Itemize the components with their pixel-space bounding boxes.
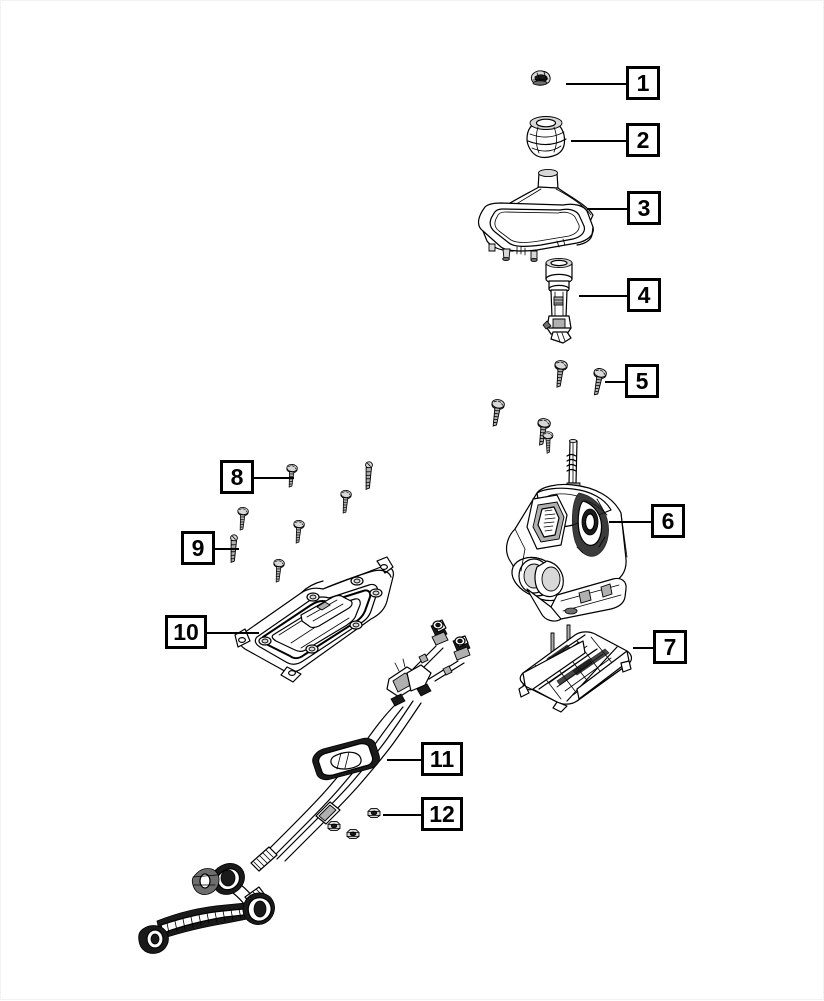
callout-number-8: 8 bbox=[230, 463, 244, 490]
callout-box-6[interactable]: 6 bbox=[651, 504, 685, 538]
callout-box-3[interactable]: 3 bbox=[627, 191, 661, 225]
leader-line-5 bbox=[605, 381, 625, 383]
leader-line-9 bbox=[215, 548, 239, 550]
cable-end-fitting-upper-left bbox=[430, 619, 449, 646]
callout-box-10[interactable]: 10 bbox=[165, 615, 207, 649]
callout-number-9: 9 bbox=[191, 534, 205, 561]
leader-line-10 bbox=[207, 632, 259, 634]
part-1-retainer-clip bbox=[530, 70, 551, 86]
leader-line-1 bbox=[566, 83, 626, 85]
leader-line-12 bbox=[383, 814, 421, 816]
callout-number-3: 3 bbox=[637, 194, 651, 221]
leader-line-7 bbox=[633, 647, 653, 649]
callout-box-7[interactable]: 7 bbox=[653, 630, 687, 664]
callout-number-1: 1 bbox=[636, 69, 650, 96]
callout-box-1[interactable]: 1 bbox=[626, 66, 660, 100]
callout-number-7: 7 bbox=[663, 633, 677, 660]
callout-box-12[interactable]: 12 bbox=[421, 797, 463, 831]
leader-line-11 bbox=[387, 759, 421, 761]
part-6-gearshift-control-housing bbox=[505, 438, 628, 622]
callout-box-9[interactable]: 9 bbox=[181, 531, 215, 565]
part-10-shifter-mounting-plate bbox=[234, 556, 394, 683]
part-7-shifter-base-plate bbox=[518, 624, 633, 713]
part-2-shift-knob bbox=[526, 116, 567, 159]
callout-box-11[interactable]: 11 bbox=[421, 742, 463, 776]
callout-number-4: 4 bbox=[637, 281, 651, 308]
part-3-shift-boot-bezel bbox=[477, 168, 594, 262]
callout-box-8[interactable]: 8 bbox=[220, 460, 254, 494]
leader-line-6 bbox=[609, 521, 651, 523]
leader-line-8 bbox=[254, 477, 294, 479]
callout-number-6: 6 bbox=[661, 507, 675, 534]
leader-line-3 bbox=[587, 208, 627, 210]
part-11-gearshift-cable-assembly bbox=[138, 619, 471, 954]
cable-end-fitting-upper-right bbox=[452, 635, 471, 661]
leader-line-2 bbox=[571, 140, 626, 142]
leader-line-4 bbox=[579, 295, 627, 297]
callout-box-4[interactable]: 4 bbox=[627, 278, 661, 312]
callout-box-2[interactable]: 2 bbox=[626, 123, 660, 157]
part-5-screws-group bbox=[487, 359, 608, 454]
callout-number-10: 10 bbox=[173, 618, 199, 645]
callout-box-5[interactable]: 5 bbox=[625, 364, 659, 398]
callout-number-11: 11 bbox=[429, 745, 455, 772]
part-4-shift-lever-boot-base bbox=[542, 257, 573, 344]
callout-number-5: 5 bbox=[635, 367, 649, 394]
callout-number-2: 2 bbox=[636, 126, 650, 153]
callout-number-12: 12 bbox=[429, 800, 455, 827]
